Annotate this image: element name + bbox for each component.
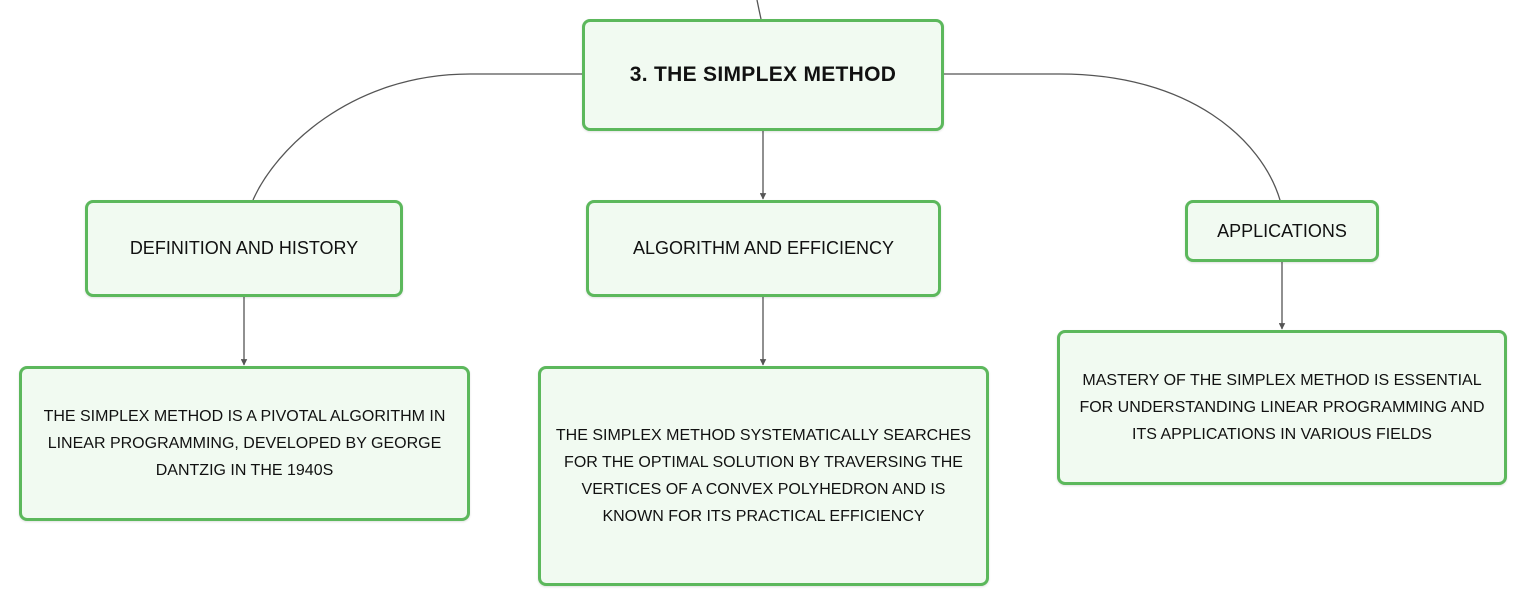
topic-node-label: DEFINITION AND HISTORY xyxy=(129,238,359,258)
detail-node-algorithm[interactable]: THE SIMPLEX METHOD SYSTEMATICALLY SEARCH… xyxy=(538,366,989,586)
topic-node-label: ALGORITHM AND EFFICIENCY xyxy=(632,238,895,258)
detail-node-text: MASTERY OF THE SIMPLEX METHOD IS ESSENTI… xyxy=(1079,372,1485,443)
topic-node-applications[interactable]: APPLICATIONS xyxy=(1185,200,1379,262)
topic-node-label: APPLICATIONS xyxy=(1217,220,1347,241)
detail-node-definition[interactable]: THE SIMPLEX METHOD IS A PIVOTAL ALGORITH… xyxy=(19,366,470,521)
detail-node-applications[interactable]: MASTERY OF THE SIMPLEX METHOD IS ESSENTI… xyxy=(1057,330,1507,485)
root-node-label: 3. THE SIMPLEX METHOD xyxy=(629,63,897,86)
topic-node-definition-and-history[interactable]: DEFINITION AND HISTORY xyxy=(85,200,403,297)
edge-parent-to-root xyxy=(756,0,762,20)
edge-root-to-definition xyxy=(252,73,582,201)
detail-node-text: THE SIMPLEX METHOD IS A PIVOTAL ALGORITH… xyxy=(43,408,446,479)
topic-node-algorithm-and-efficiency[interactable]: ALGORITHM AND EFFICIENCY xyxy=(586,200,941,297)
edge-root-to-applications xyxy=(944,73,1281,201)
detail-node-text: THE SIMPLEX METHOD SYSTEMATICALLY SEARCH… xyxy=(555,427,972,525)
root-node[interactable]: 3. THE SIMPLEX METHOD xyxy=(582,19,944,131)
